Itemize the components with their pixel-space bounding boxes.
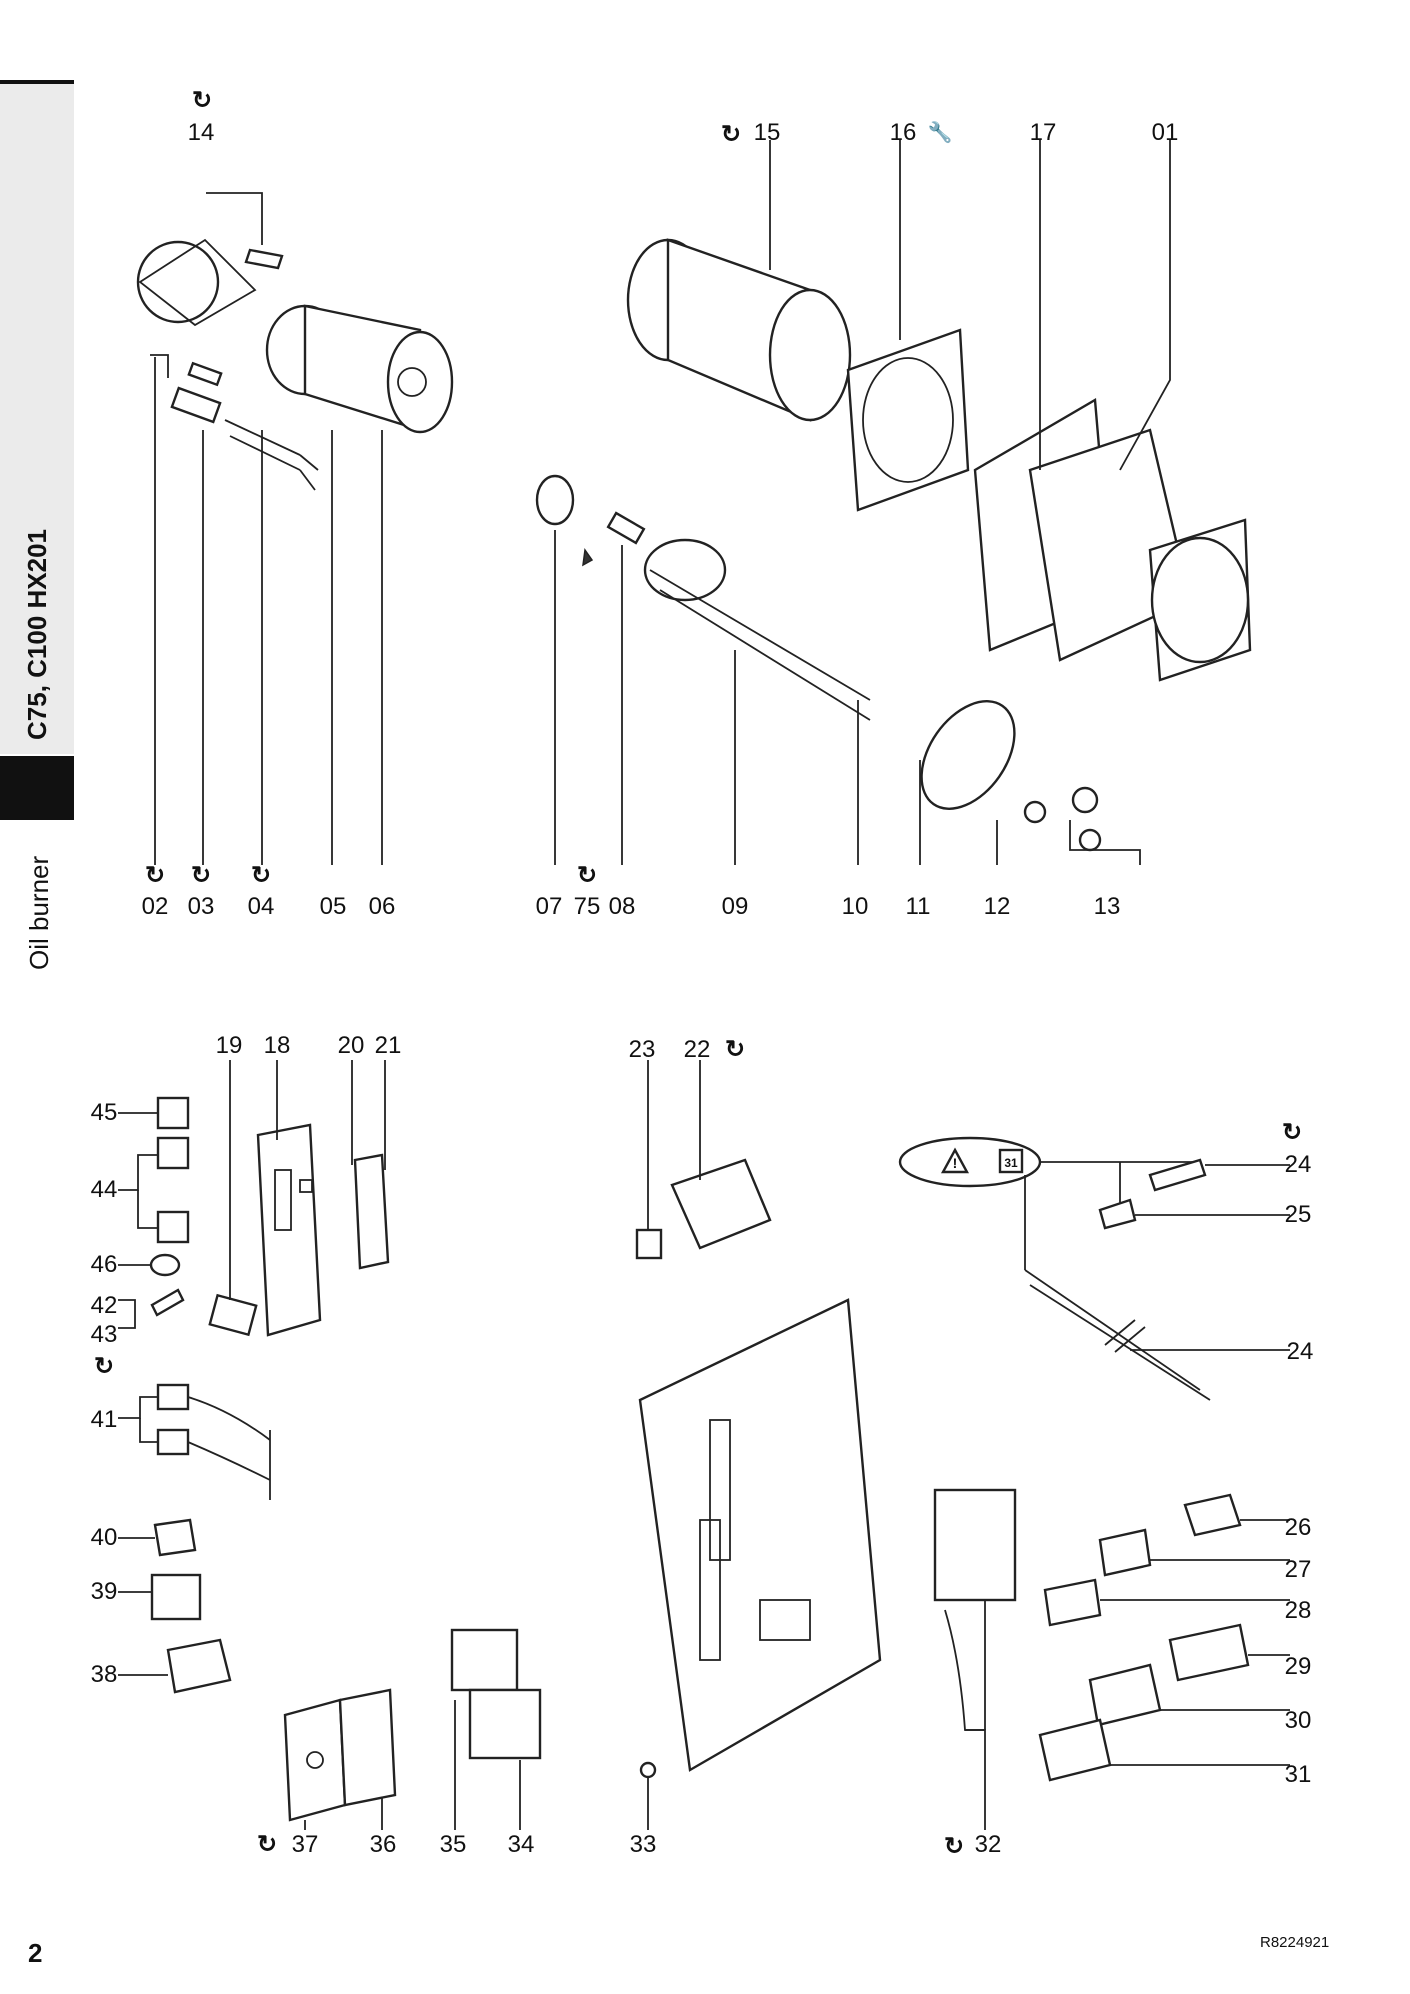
callout-04: 04 [247, 893, 275, 920]
callout-23: 23 [628, 1036, 656, 1063]
damper-ring [136, 240, 220, 324]
part-circuit-board [638, 1298, 882, 1830]
spare-part-icon: ↻ [943, 1833, 965, 1860]
callout-41: 41 [90, 1406, 118, 1433]
part-control-box [283, 1688, 397, 1830]
callout-06: 06 [368, 893, 396, 920]
callout-38: 38 [90, 1661, 118, 1688]
part-control-panel [208, 1060, 390, 1337]
callout-17: 17 [1029, 119, 1057, 146]
callout-30: 30 [1284, 1707, 1312, 1734]
damper-plate [244, 248, 284, 270]
spare-part-icon: ↻ [1281, 1119, 1303, 1146]
spare-part-icon: ↻ [191, 87, 213, 114]
callout-39: 39 [90, 1578, 118, 1605]
callout-03: 03 [187, 893, 215, 920]
callout-05: 05 [319, 893, 347, 920]
callout-26: 26 [1284, 1514, 1312, 1541]
part-contactors [450, 1628, 542, 1830]
callout-11: 11 [905, 893, 931, 920]
part-connectors [1038, 1493, 1290, 1782]
spare-part-icon: ↻ [250, 862, 272, 889]
callout-07: 07 [535, 893, 563, 920]
callout-43: 43 [90, 1321, 118, 1348]
callout-37: 37 [291, 1831, 319, 1858]
part-ignition-components [118, 1518, 232, 1694]
callout-24-sensor: 24 [1284, 1151, 1312, 1178]
spare-part-icon: ↻ [256, 1831, 278, 1858]
part-flange-gasket [846, 140, 970, 512]
calendar-icon: 31 [1004, 1156, 1018, 1170]
callout-15: 15 [753, 119, 781, 146]
part-actuator [933, 1488, 1017, 1830]
spare-part-icon: ↻ [190, 862, 212, 889]
callout-29: 29 [1284, 1653, 1312, 1680]
part-electrodes [150, 354, 383, 865]
spare-part-icon: ↻ [93, 1353, 115, 1380]
callout-16: 16 [889, 119, 917, 146]
callout-28: 28 [1284, 1597, 1312, 1624]
part-switches [118, 1096, 190, 1329]
callout-19: 19 [215, 1032, 243, 1059]
callout-42: 42 [90, 1292, 118, 1319]
page-number: 2 [28, 1938, 43, 1968]
callout-44: 44 [90, 1176, 118, 1203]
part-flame-sensor [898, 1136, 1290, 1401]
callout-12: 12 [983, 893, 1011, 920]
callout-21: 21 [374, 1032, 402, 1059]
callout-18: 18 [263, 1032, 291, 1059]
warning-icon: ! [952, 1155, 958, 1171]
part-blast-tube [265, 304, 454, 434]
callout-36: 36 [369, 1831, 397, 1858]
part-ignition-transformer [635, 1060, 772, 1260]
callout-24-cable: 24 [1286, 1338, 1314, 1365]
sidebar-top-rule [0, 80, 74, 87]
spare-part-icon: ↻ [724, 1036, 746, 1063]
callout-40: 40 [90, 1524, 118, 1551]
callout-20: 20 [337, 1032, 365, 1059]
callout-34: 34 [507, 1831, 535, 1858]
callout-27: 27 [1284, 1556, 1312, 1583]
callout-75: 75 [573, 893, 601, 920]
spare-part-icon: ↻ [144, 862, 166, 889]
callout-10: 10 [841, 893, 869, 920]
damper-body [138, 238, 257, 327]
part-combustion-head [626, 140, 852, 422]
sidebar-band [0, 84, 74, 754]
callout-09: 09 [721, 893, 749, 920]
document-code: R8224921 [1260, 1934, 1330, 1951]
wrench-icon: 🔧 [927, 122, 953, 144]
callout-14: 14 [187, 119, 215, 146]
sidebar-black-block [0, 756, 74, 820]
part-air-damper [136, 192, 284, 327]
callout-33: 33 [629, 1831, 657, 1858]
callout-02: 02 [141, 893, 169, 920]
spare-part-icon: ↻ [720, 121, 742, 148]
callout-35: 35 [439, 1831, 467, 1858]
leader-14 [206, 192, 263, 245]
callout-46: 46 [90, 1251, 118, 1278]
callout-01: 01 [1151, 119, 1179, 146]
callout-31: 31 [1284, 1761, 1312, 1788]
callout-22: 22 [683, 1036, 711, 1063]
callout-13: 13 [1093, 893, 1121, 920]
part-nozzle-assembly [535, 474, 1141, 865]
part-cables [118, 1383, 271, 1500]
spare-part-icon: ↻ [576, 862, 598, 889]
callout-45: 45 [90, 1099, 118, 1126]
callout-25: 25 [1284, 1201, 1312, 1228]
callout-08: 08 [608, 893, 636, 920]
part-burner-housing [973, 140, 1252, 682]
callout-32: 32 [974, 1831, 1002, 1858]
